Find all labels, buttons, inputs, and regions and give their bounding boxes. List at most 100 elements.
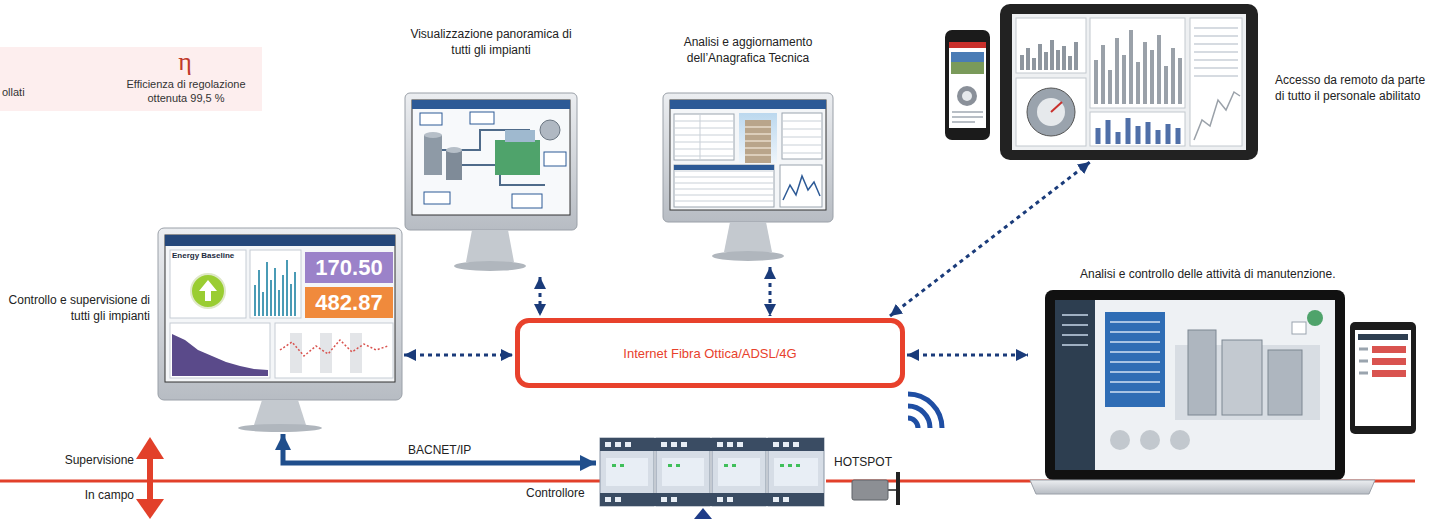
node-heading: Analisi e aggiornamento dell’Anagrafica … [663,34,833,66]
phone-illustration [957,86,977,106]
remote-devices-node: Accesso da remoto da parte di tutto il p… [940,4,1432,160]
tablet-illustration [1090,18,1185,108]
main-monitor [191,274,225,308]
tablet-illustration [1096,30,1180,104]
kpi-box: ηollatiEfficienza di regolazione ottenut… [0,47,262,111]
registry-monitor [674,165,774,207]
overview-monitor [454,261,526,271]
wifi-symbol [908,394,942,428]
screen-text: Energy Baseline [172,251,244,261]
main-monitor [305,252,393,283]
monitor-node: Visualizzazione panoramica di tutti gli … [405,22,577,275]
main-monitor [172,334,268,376]
main-monitor [275,323,393,378]
symbol-text: η [168,47,202,77]
phone-illustration [951,62,984,74]
overview-monitor [405,93,577,230]
laptop-illustration [1268,350,1302,415]
kpi-text: ollati [2,85,46,99]
tablet-illustration [1016,78,1086,146]
main-monitor [158,228,402,432]
laptop-illustration [1359,349,1368,373]
registry-monitor [745,120,771,163]
registry-monitor [783,176,820,200]
screen-value: 482.87 [305,289,393,317]
phone-illustration [945,30,990,140]
level-separator [0,480,600,483]
node-heading: Controllore [526,485,585,501]
overview-monitor [512,194,542,208]
laptop-illustration [1355,330,1411,426]
node-heading: Controllo e supervisione di tutti gli im… [5,292,150,324]
network-connector [539,277,542,316]
wifi-symbol [908,394,942,428]
laptop-node: Analisi e controllo delle attività di ma… [1030,262,1425,508]
main-monitor [250,250,301,318]
main-monitor [280,340,388,356]
level-double-arrow [147,455,153,503]
level-double-arrow [136,437,164,459]
registry-monitor [724,222,772,252]
main-monitor [254,400,306,425]
registry-monitor [670,100,826,210]
laptop-illustration [1110,322,1160,392]
controller-illustration [600,438,824,506]
main-monitor [305,287,393,318]
phone-illustration [949,42,986,48]
node-heading: Visualizzazione panoramica di tutti gli … [405,26,577,58]
tablet-illustration [1194,28,1238,76]
laptop-illustration [1292,322,1306,334]
main-monitor [199,280,217,301]
laptop-illustration [1307,310,1323,326]
hotspot-antenna [852,480,888,500]
network-box: Internet Fibra Ottica/ADSL/4G [515,318,905,388]
registry-monitor [745,127,771,155]
overview-monitor [412,100,570,109]
overview-monitor [470,112,494,124]
level-label: In campo [0,487,134,503]
overview-monitor [540,120,560,140]
registry-monitor [670,100,826,109]
laptop-illustration [1045,290,1345,480]
hotspot-antenna [896,472,900,505]
node-heading: Accesso da remoto da parte di tutto il p… [1275,72,1430,104]
tablet-illustration [1051,102,1062,112]
level-label: Supervisione [0,452,134,468]
overview-monitor [405,93,577,271]
wifi-symbol [908,406,930,428]
laptop-illustration [1140,430,1160,450]
phone-illustration [951,52,984,74]
laptop-illustration [1030,290,1416,494]
laptop-illustration [1350,322,1416,434]
main-monitor [238,424,322,432]
main-monitor [170,323,270,378]
registry-monitor [674,114,734,160]
tablet-illustration [1027,88,1075,136]
overview-monitor [544,152,566,166]
main-monitor [170,250,246,318]
overview-monitor [446,150,462,180]
registry-monitor [674,165,774,170]
tablet-illustration [1098,118,1178,144]
wifi-symbol [908,418,918,428]
laptop-illustration [1062,315,1088,345]
controller-illustration [600,438,824,506]
network-connector [907,354,1028,357]
laptop-illustration [1372,370,1406,377]
network-label: Internet Fibra Ottica/ADSL/4G [530,345,890,362]
laptop-illustration [1358,334,1408,340]
main-monitor [165,235,395,382]
laptop-illustration [1105,312,1165,407]
controller-node: Controllore [598,434,826,508]
tablet-illustration [1022,40,1076,70]
field-arrow [694,508,712,519]
screen-value: 170.50 [305,254,393,282]
hotspot-antenna [852,472,898,505]
registry-monitor [739,113,777,163]
tablet-illustration [1037,98,1065,126]
main-monitor [350,333,362,373]
edge-label: BACNET/IP [405,443,474,458]
laptop-illustration [1372,346,1406,353]
